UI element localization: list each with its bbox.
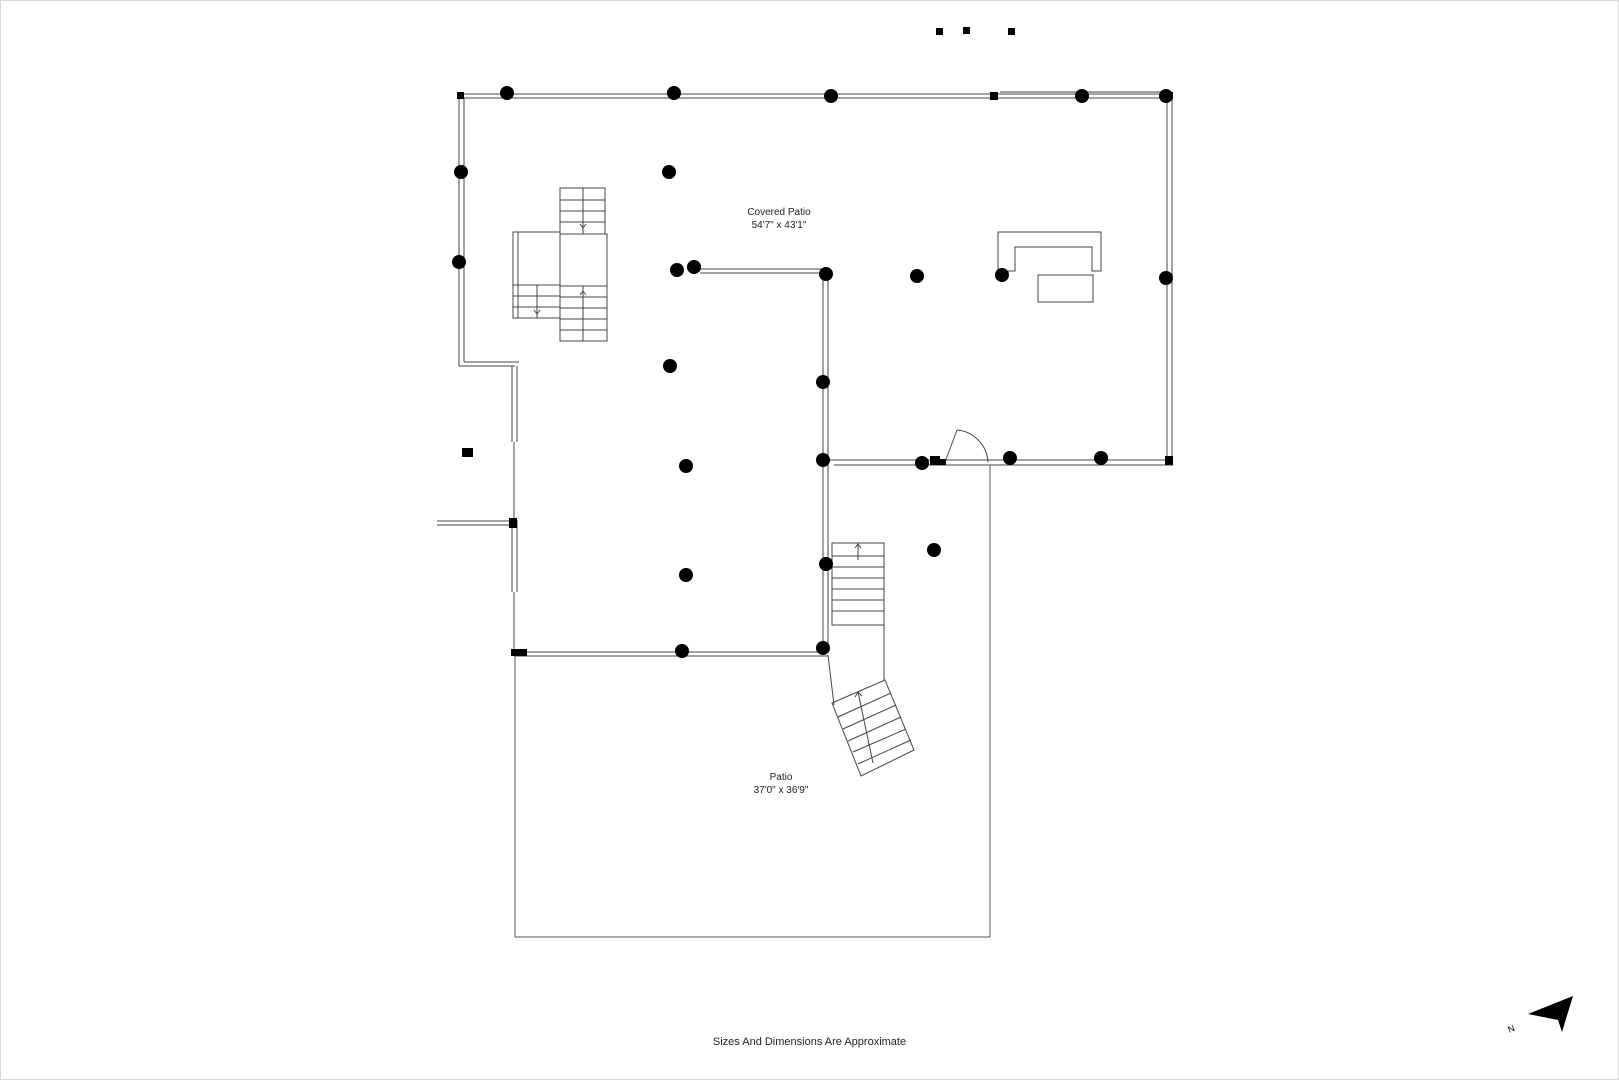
north-arrow-icon: N: [1506, 996, 1573, 1035]
stairs-angled: [831, 679, 915, 777]
patio-dimensions: 37'0" x 36'9": [754, 785, 809, 796]
door-swing: [944, 429, 989, 463]
stairs-side: [827, 542, 885, 706]
stairs-main: [512, 187, 608, 342]
patio-outline: [514, 465, 991, 938]
covered-patio-name: Covered Patio: [747, 207, 811, 218]
sectional-sofa: [997, 231, 1102, 303]
covered-patio-outline: [437, 91, 1173, 657]
wall-posts: [457, 27, 1173, 656]
approximate-note: Sizes And Dimensions Are Approximate: [712, 1036, 907, 1048]
compass-letter: N: [1506, 1023, 1516, 1035]
columns: [452, 86, 1173, 658]
covered-patio-dimensions: 54'7" x 43'1": [752, 220, 807, 231]
patio-name: Patio: [770, 772, 793, 783]
